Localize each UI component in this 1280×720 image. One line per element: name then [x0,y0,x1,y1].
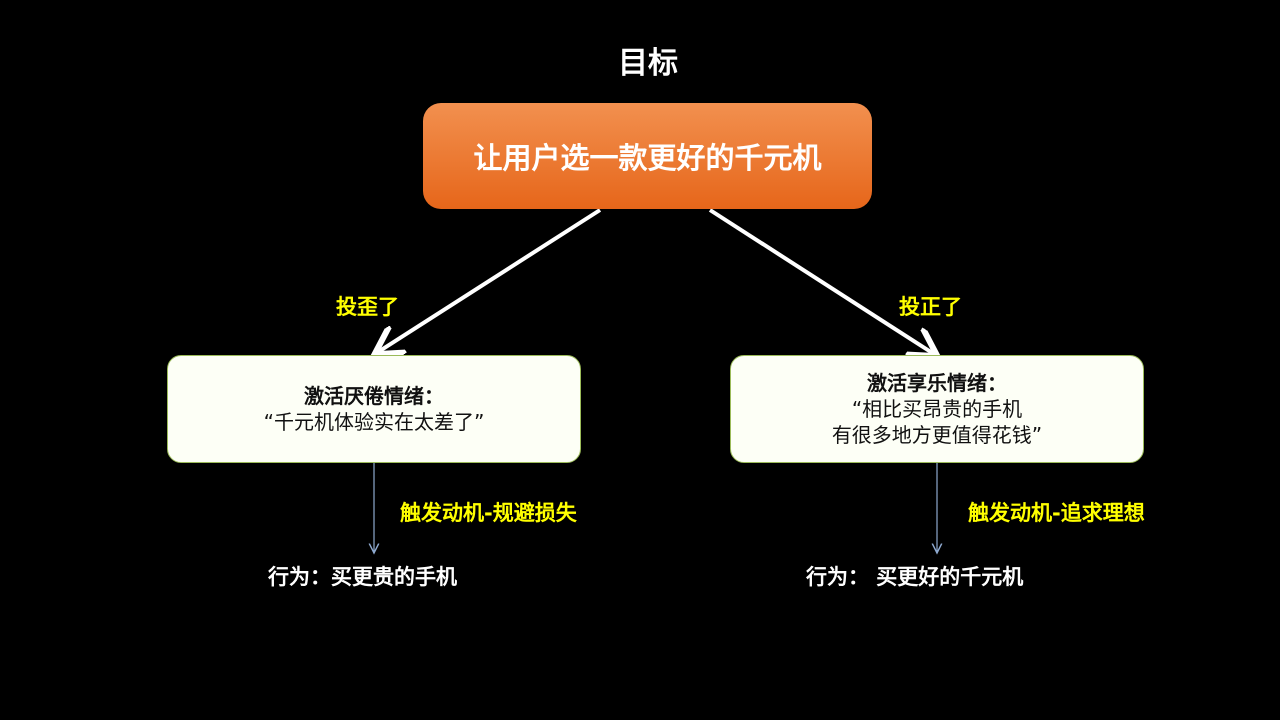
arrow-right [708,208,934,354]
page-title: 目标 [618,46,678,81]
left-box-heading: 激活厌倦情绪： [304,384,444,408]
left-emotion-box: 激活厌倦情绪： “千元机体验实在太差了” [167,355,581,463]
right-arrow-label: 投正了 [899,295,962,319]
right-box-heading: 激活享乐情绪： [867,371,1007,395]
right-box-line: “相比买昂贵的手机 [851,397,1023,421]
arrow-left [378,208,602,352]
right-motive: 触发动机-追求理想 [968,501,1145,525]
right-emotion-box: 激活享乐情绪： “相比买昂贵的手机 有很多地方更值得花钱” [730,355,1144,463]
left-box-line: “千元机体验实在太差了” [263,410,485,434]
right-box-line: 有很多地方更值得花钱” [831,423,1043,447]
left-motive: 触发动机-规避损失 [400,501,577,525]
right-behavior: 行为： 买更好的千元机 [806,565,1024,589]
goal-box: 让用户选一款更好的千元机 [423,103,872,209]
left-arrow-label: 投歪了 [336,295,399,319]
left-behavior: 行为：买更贵的手机 [268,565,457,589]
